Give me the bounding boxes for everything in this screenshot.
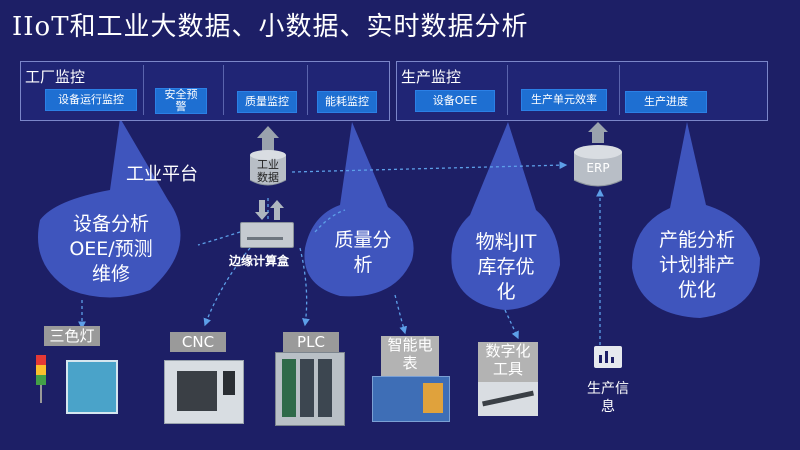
- production-info-label: 生产信息: [580, 380, 636, 416]
- tricolor-light-icon: [36, 355, 46, 407]
- capacity-text: 产能分析计划排产优化: [640, 228, 754, 303]
- plc-image: [275, 352, 345, 426]
- io-module-image: [66, 360, 118, 414]
- quality-monitoring-button[interactable]: 质量监控: [237, 91, 297, 113]
- device-monitoring-button[interactable]: 设备运行监控: [45, 89, 137, 111]
- digital-tool-tag: 数字化工具: [478, 342, 538, 382]
- tricolor-light-tag: 三色灯: [44, 326, 100, 346]
- energy-monitoring-button[interactable]: 能耗监控: [317, 91, 377, 113]
- up-down-arrow-icon: [270, 200, 284, 220]
- up-down-arrow-icon: [255, 200, 269, 220]
- edge-box-label: 边缘计算盒: [229, 252, 289, 269]
- factory-panel-title: 工厂监控: [25, 66, 85, 87]
- digital-tool-image: [478, 382, 538, 416]
- device-oee-button[interactable]: 设备OEE: [415, 90, 495, 112]
- up-arrow-icon: [588, 122, 608, 143]
- smart-meter-image: [372, 376, 450, 422]
- erp-label: ERP: [576, 162, 620, 175]
- plc-tag: PLC: [283, 332, 339, 352]
- data-store-label: 工业数据: [250, 158, 286, 184]
- edge-box-icon: [240, 222, 294, 248]
- production-progress-button[interactable]: 生产进度: [625, 91, 707, 113]
- monitor-chart-icon: [594, 346, 622, 368]
- factory-monitoring-panel: 工厂监控 设备运行监控 安全预警 质量监控 能耗监控: [20, 61, 390, 121]
- unit-efficiency-button[interactable]: 生产单元效率: [521, 89, 607, 111]
- smart-meter-tag: 智能电表: [381, 336, 439, 376]
- production-panel-title: 生产监控: [401, 66, 461, 87]
- cnc-machine-image: [164, 360, 244, 424]
- production-monitoring-panel: 生产监控 设备OEE 生产单元效率 生产进度: [396, 61, 768, 121]
- up-arrow-icon: [257, 126, 279, 152]
- platform-label: 工业平台: [126, 160, 198, 186]
- cnc-tag: CNC: [170, 332, 226, 352]
- quality-analysis-text: 质量分析: [318, 228, 408, 278]
- safety-alert-button[interactable]: 安全预警: [155, 88, 207, 114]
